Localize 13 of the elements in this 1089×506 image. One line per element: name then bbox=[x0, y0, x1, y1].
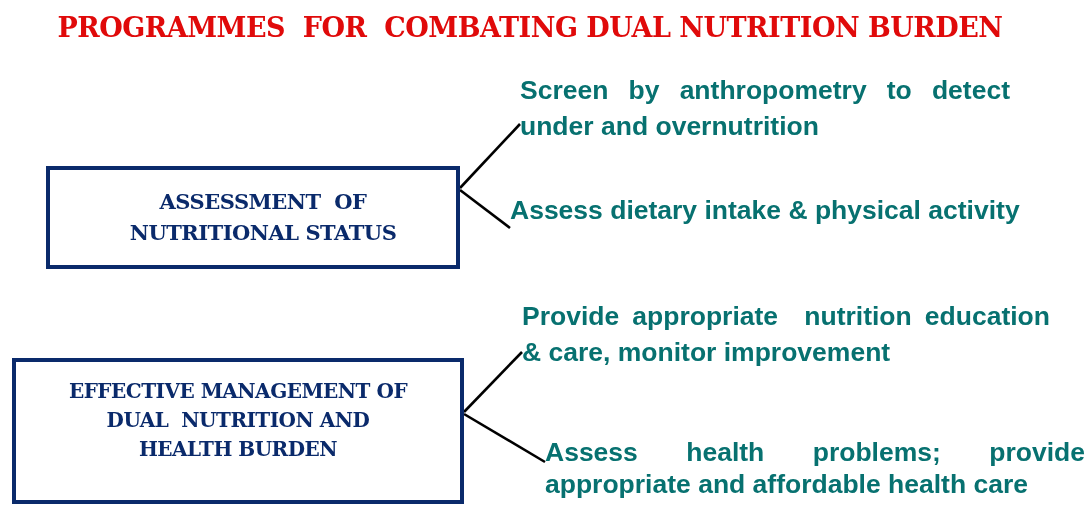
bullet-text: Assess health problems; provide appropriate and affordable health care bbox=[545, 436, 1085, 500]
title: PROGRAMMES FOR COMBATING DUAL NUTRITION BURDEN bbox=[56, 12, 1004, 43]
process-box bbox=[46, 166, 460, 269]
box-label: ASSESSMENT OF NUTRITIONAL STATUS bbox=[128, 188, 398, 247]
bullet-text: Provide appropriate nutrition education & care, monitor improvement bbox=[522, 300, 1050, 369]
connector-line bbox=[459, 188, 511, 230]
bullet-text: Screen by anthropometry to detect under and overnutrition bbox=[520, 74, 1010, 143]
process-box bbox=[12, 358, 464, 504]
connector-line bbox=[463, 412, 546, 464]
bullet-text: Assess dietary intake & physical activity bbox=[510, 194, 1021, 227]
connector-line bbox=[459, 123, 521, 189]
connector-line bbox=[463, 351, 523, 413]
box-label: EFFECTIVE MANAGEMENT OF DUAL NUTRITION AND HEALTH BURDEN bbox=[67, 377, 409, 463]
